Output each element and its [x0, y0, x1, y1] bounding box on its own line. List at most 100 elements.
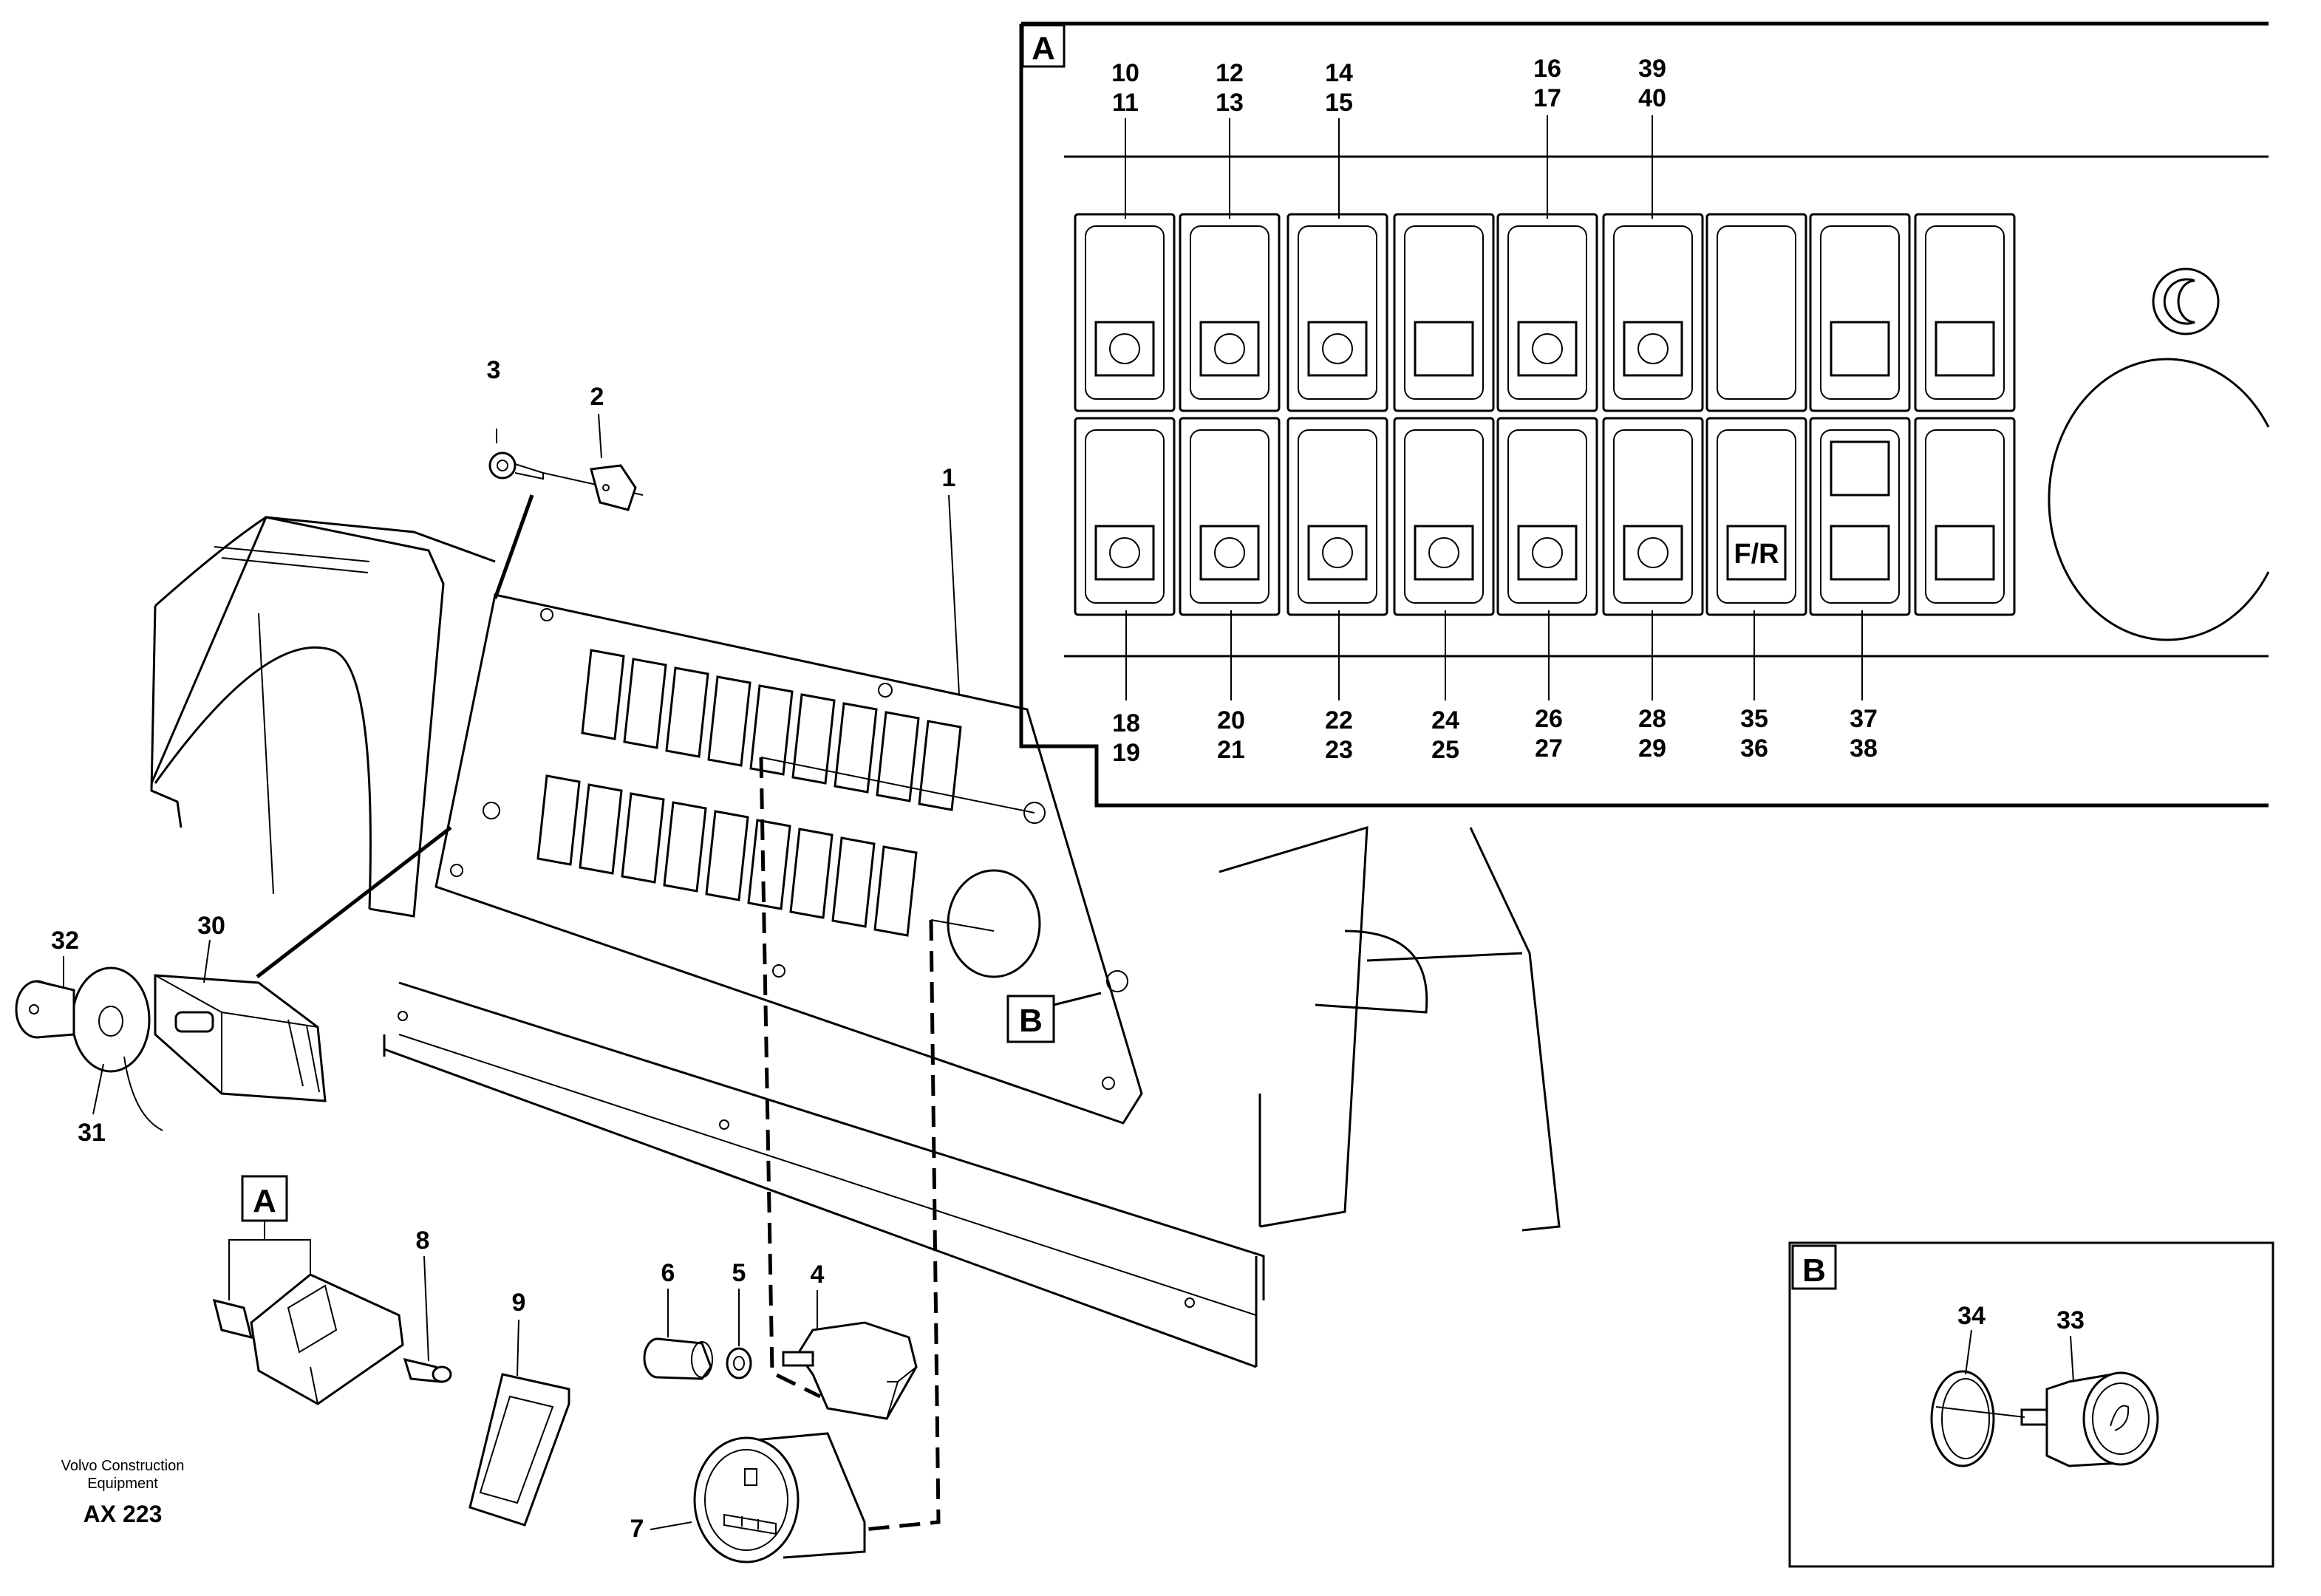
- footer-line-2: Equipment: [87, 1476, 158, 1492]
- plate-screw-hole: [772, 964, 785, 978]
- symbol-icon: [1199, 321, 1260, 377]
- label-10: 10: [1111, 59, 1139, 87]
- symbol-square-icon: [1935, 525, 1995, 581]
- plate-switch-slot: [791, 693, 836, 785]
- callout-33: 33: [2056, 1306, 2085, 1334]
- leader-1: [948, 494, 960, 695]
- label-39: 39: [1638, 55, 1666, 83]
- leader-plate-hole: [760, 757, 1035, 814]
- label-35: 35: [1740, 705, 1768, 733]
- label-15: 15: [1325, 89, 1353, 117]
- plate-switch-slot: [623, 658, 667, 749]
- panel-lower-edge: [384, 1048, 1257, 1368]
- inset-b-frame: [1788, 1241, 2274, 1568]
- plate-switch-slot: [663, 801, 707, 893]
- label-38: 38: [1850, 734, 1878, 763]
- callout-9: 9: [512, 1289, 526, 1317]
- label-16: 16: [1533, 55, 1561, 83]
- callout-4: 4: [811, 1261, 825, 1289]
- plate-switch-slot: [705, 810, 749, 901]
- callout-30: 30: [197, 912, 225, 940]
- label-19: 19: [1112, 739, 1140, 767]
- callout-1: 1: [942, 464, 956, 492]
- plate-switch-slot: [749, 684, 794, 776]
- plate-switch-slot: [747, 819, 791, 910]
- cowl-crease: [258, 613, 274, 895]
- plate-switch-slot: [834, 702, 878, 794]
- rocker-switch-slot: [1286, 213, 1388, 412]
- callout-6: 6: [661, 1259, 675, 1287]
- plate-screw-hole: [1102, 1077, 1115, 1090]
- part-4-potentiometer: [782, 1321, 918, 1420]
- footer: Volvo Construction Equipment AX 223: [61, 1458, 185, 1527]
- dash-panel: [150, 494, 1561, 1532]
- leader-33: [2070, 1335, 2074, 1382]
- panel-bottom-edge: [398, 981, 1265, 1300]
- symbol-icon: [1623, 321, 1683, 377]
- rocker-switch-slot: [1496, 213, 1598, 412]
- rocker-switch-slot: [1809, 213, 1911, 412]
- dashed-connection-left: [759, 757, 822, 1399]
- rocker-switch-slot: [1809, 417, 1911, 616]
- plate-switch-slot: [665, 666, 709, 758]
- inset-b: B 34 33: [1788, 1241, 2274, 1568]
- label-27: 27: [1535, 734, 1563, 763]
- dashed-connection-right: [864, 919, 941, 1532]
- inset-b-label: B: [1802, 1252, 1826, 1289]
- support-leg-back: [1469, 827, 1561, 1232]
- label-40: 40: [1638, 84, 1666, 112]
- callout-31: 31: [78, 1119, 106, 1147]
- rocker-switch-slot: [1914, 417, 2016, 616]
- plate-switch-slot: [873, 845, 918, 937]
- inset-a-gauge-cutout: [2048, 358, 2270, 641]
- symbol-icon: [1307, 525, 1368, 581]
- plate-switch-slot: [536, 774, 581, 866]
- symbol-icon: [1517, 525, 1578, 581]
- rocker-switch-slot: [1705, 213, 1807, 412]
- rocker-switch-slot: [1393, 417, 1495, 616]
- part-5-nut: [726, 1347, 752, 1380]
- symbol-icon: [1517, 321, 1578, 377]
- callout-7: 7: [630, 1515, 644, 1543]
- cowl-top: [265, 516, 496, 563]
- leader-8: [423, 1255, 429, 1362]
- support-slot: [1315, 930, 1428, 1014]
- symbol-icon: [1414, 525, 1474, 581]
- rocker-switch-slot: [1074, 417, 1176, 616]
- plate-hole: [1023, 802, 1046, 824]
- inset-a-top-labels: 10 11 12 13 14 15 16 17 39 40: [1111, 55, 1666, 117]
- label-11: 11: [1112, 89, 1139, 117]
- part-8-bulb: [403, 1357, 452, 1383]
- label-14: 14: [1325, 59, 1353, 87]
- support-cross: [1366, 952, 1523, 962]
- plate-hole: [483, 802, 500, 819]
- part-6-knob: [643, 1337, 713, 1380]
- plate-screw-hole: [540, 608, 553, 621]
- symbol-icon: [1307, 321, 1368, 377]
- rocker-switch-slot: [1179, 213, 1281, 412]
- switch-grid: F/R: [1074, 213, 2016, 616]
- cowl-arch-inner: [154, 646, 372, 910]
- callout-3: 3: [487, 356, 501, 384]
- callout-8: 8: [416, 1227, 430, 1255]
- cowl-slot-2: [221, 557, 369, 573]
- footer-line-1: Volvo Construction: [61, 1458, 185, 1474]
- callout-2: 2: [590, 383, 604, 411]
- plate-switch-slot: [707, 675, 751, 767]
- leader-9: [517, 1319, 519, 1377]
- panel-rivet: [398, 1011, 408, 1021]
- leader-2: [598, 413, 602, 459]
- panel-rivet: [719, 1119, 729, 1130]
- label-23: 23: [1325, 736, 1353, 764]
- label-20: 20: [1217, 706, 1245, 734]
- leader-gauge-cutout: [930, 919, 995, 932]
- part-7-gauge: [693, 1432, 866, 1563]
- cowl-left-edge: [150, 605, 183, 828]
- inset-b-axis-line: [1935, 1406, 2025, 1418]
- plate-switch-slot: [621, 792, 665, 884]
- label-13: 13: [1216, 89, 1244, 117]
- label-24: 24: [1431, 706, 1459, 734]
- label-36: 36: [1740, 734, 1768, 763]
- cowl-body: [150, 516, 445, 918]
